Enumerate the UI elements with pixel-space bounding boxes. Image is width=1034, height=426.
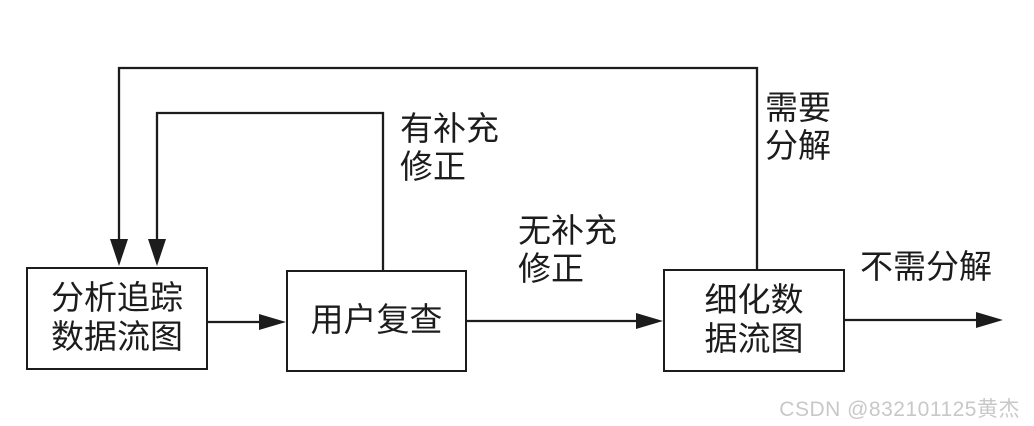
feedback-has-supplement-line: [155, 111, 385, 270]
feedback-need-decompose-arrowhead-icon: [110, 239, 128, 266]
feedback-need-decompose-line: [117, 66, 759, 269]
feedback-has-supplement-arrowhead-icon: [148, 239, 166, 266]
arrow-analyze-to-review-arrowhead-icon: [259, 314, 286, 330]
edge-label-no-supplement-correction: 无补充 修正: [518, 214, 617, 288]
edge-label-has-supplement-correction: 有补充 修正: [400, 112, 499, 186]
csdn-watermark: CSDN @832101125黄杰: [779, 398, 1020, 421]
edge-label-need-decompose: 需要 分解: [765, 91, 831, 165]
arrow-review-to-refine-arrowhead-icon: [636, 313, 663, 329]
node-analyze-trace-dfd: 分析追踪 数据流图: [26, 267, 208, 370]
node-refine-dfd: 细化数 据流图: [663, 269, 845, 372]
arrow-refine-out-arrowhead-icon: [976, 312, 1003, 328]
node-user-review: 用户复查: [286, 270, 467, 372]
edge-label-no-decompose: 不需分解: [860, 250, 992, 286]
